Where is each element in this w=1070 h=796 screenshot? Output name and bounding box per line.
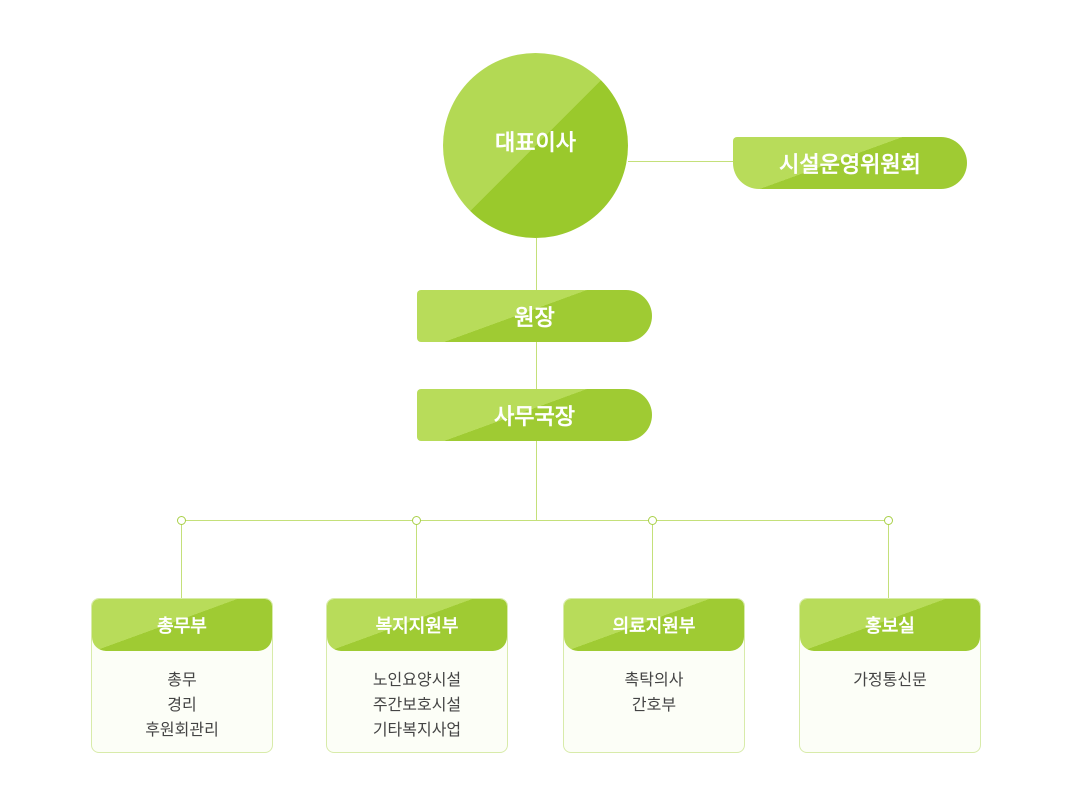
dept-title: 의료지원부 (564, 599, 744, 651)
dept-item: 후원회관리 (145, 720, 219, 739)
dept-medical-support: 의료지원부 촉탁의사 간호부 (563, 598, 745, 753)
director-label: 원장 (514, 306, 555, 331)
dept-item: 경리 (167, 695, 197, 714)
manager-label: 사무국장 (494, 405, 575, 430)
dept-title: 총무부 (92, 599, 272, 651)
dept-public-relations: 홍보실 가정통신문 (799, 598, 981, 753)
dept-item: 총무 (167, 670, 197, 689)
director-node: 원장 (417, 290, 652, 342)
dept-item-list: 가정통신문 (800, 651, 980, 692)
ceo-node: 대표이사 (443, 53, 628, 238)
dept-general-affairs: 총무부 총무 경리 후원회관리 (91, 598, 273, 753)
connector-drop-2 (416, 520, 417, 598)
dept-title: 복지지원부 (327, 599, 507, 651)
dept-item: 기타복지사업 (372, 720, 462, 739)
branch-dot-3 (648, 516, 657, 525)
dept-item: 가정통신문 (853, 670, 927, 689)
connector-ceo-director (536, 238, 537, 290)
committee-node: 시설운영위원회 (733, 137, 967, 189)
manager-node: 사무국장 (417, 389, 652, 441)
ceo-label: 대표이사 (495, 130, 576, 156)
dept-item-list: 촉탁의사 간호부 (564, 651, 744, 717)
connector-director-manager (536, 342, 537, 389)
dept-item-list: 노인요양시설 주간보호시설 기타복지사업 (327, 651, 507, 742)
branch-dot-4 (884, 516, 893, 525)
committee-label: 시설운영위원회 (779, 153, 921, 178)
connector-drop-3 (652, 520, 653, 598)
connector-branch-horizontal (181, 520, 889, 521)
connector-drop-4 (888, 520, 889, 598)
dept-welfare-support: 복지지원부 노인요양시설 주간보호시설 기타복지사업 (326, 598, 508, 753)
connector-drop-1 (181, 520, 182, 598)
dept-title: 홍보실 (800, 599, 980, 651)
dept-item: 촉탁의사 (624, 670, 684, 689)
dept-item: 노인요양시설 (372, 670, 462, 689)
dept-item-list: 총무 경리 후원회관리 (92, 651, 272, 742)
branch-dot-2 (412, 516, 421, 525)
connector-ceo-committee (628, 161, 734, 162)
connector-manager-branch (536, 441, 537, 520)
branch-dot-1 (177, 516, 186, 525)
dept-item: 주간보호시설 (372, 695, 462, 714)
dept-item: 간호부 (631, 695, 677, 714)
